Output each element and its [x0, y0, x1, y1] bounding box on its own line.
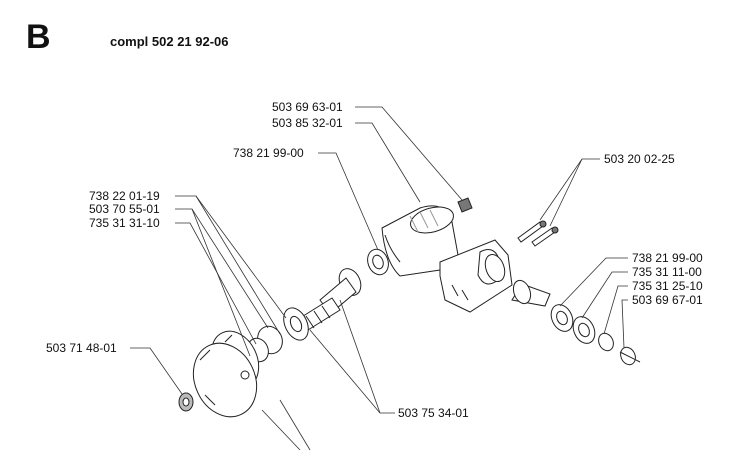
housing-screws [517, 220, 559, 247]
part-label-735-31-11-00: 735 31 11-00 [632, 265, 702, 279]
part-label-503-75-34-01: 503 75 34-01 [398, 406, 469, 420]
assembly-title: compl 502 21 92-06 [110, 34, 229, 49]
leader-lines [130, 106, 628, 451]
part-label-503-20-02-25: 503 20 02-25 [604, 152, 675, 166]
part-label-503-69-67-01: 503 69 67-01 [632, 293, 703, 307]
part-label-738-21-99-00-right: 738 21 99-00 [632, 251, 703, 265]
part-label-735-31-25-10: 735 31 25-10 [632, 279, 703, 293]
part-label-503-69-63-01: 503 69 63-01 [272, 100, 343, 114]
upper-bearing [367, 248, 389, 276]
cutting-head-flange [192, 330, 260, 418]
gear-housing [381, 205, 513, 313]
set-screw [457, 197, 473, 213]
output-gear-shaft [511, 279, 551, 307]
part-label-503-71-48-01: 503 71 48-01 [46, 341, 117, 355]
part-label-735-31-31-10: 735 31 31-10 [89, 216, 160, 230]
locking-nut [178, 392, 194, 412]
part-label-503-70-55-01: 503 70 55-01 [89, 202, 160, 216]
part-label-738-21-99-00-top: 738 21 99-00 [233, 146, 304, 160]
seal-stack [247, 307, 309, 363]
part-label-503-85-32-01: 503 85 32-01 [272, 116, 343, 130]
section-letter: B [26, 18, 51, 56]
part-label-738-22-01-19: 738 22 01-19 [89, 189, 160, 203]
right-bearing-stack [550, 304, 641, 366]
